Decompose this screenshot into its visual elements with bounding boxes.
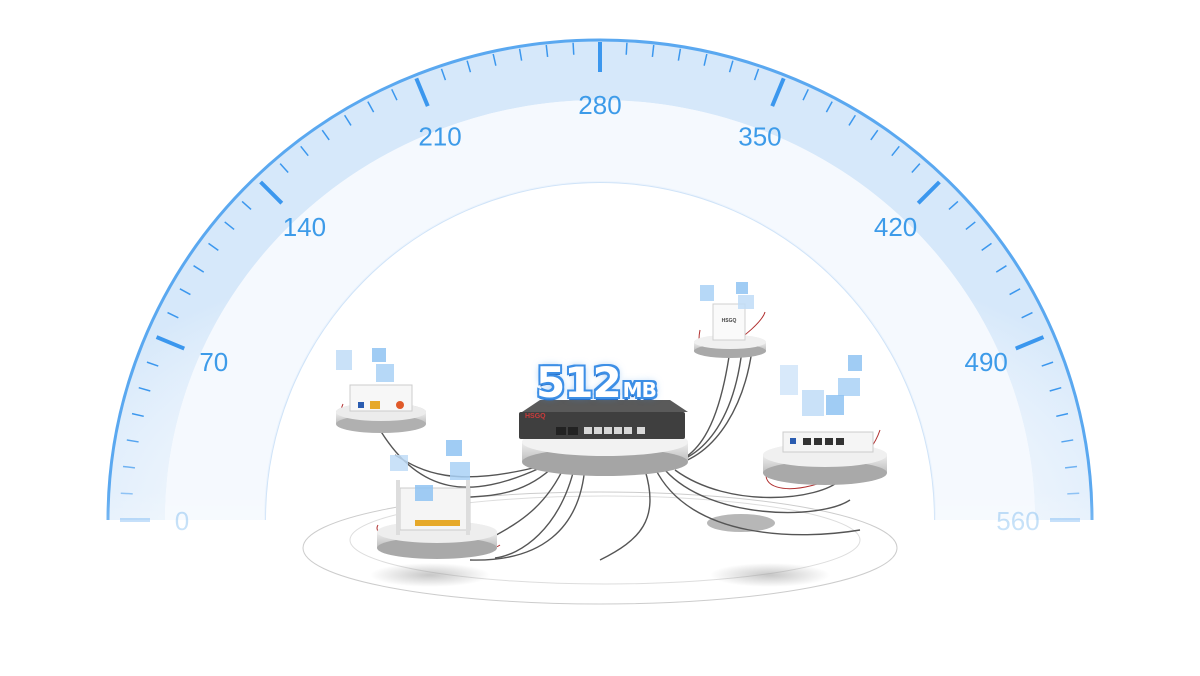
gauge-minor-tick bbox=[891, 145, 900, 157]
gauge-minor-tick bbox=[572, 42, 575, 55]
floor-shadow bbox=[710, 563, 830, 587]
gauge-minor-tick bbox=[1061, 439, 1074, 443]
gauge-minor-tick bbox=[1021, 311, 1033, 319]
gauge-minor-tick bbox=[367, 101, 375, 113]
gauge-major-tick bbox=[916, 180, 941, 205]
gauge-minor-tick bbox=[981, 242, 992, 251]
floor-disk bbox=[707, 514, 775, 532]
gauge-minor-tick bbox=[224, 221, 235, 231]
gauge-minor-tick bbox=[279, 163, 289, 174]
bottom-fade bbox=[0, 490, 1200, 676]
gauge-minor-tick bbox=[343, 114, 352, 126]
gauge-minor-tick bbox=[138, 386, 151, 392]
gauge-minor-tick bbox=[995, 265, 1007, 273]
gauge-minor-tick bbox=[321, 129, 330, 141]
wall-ap-brand: HSGQ bbox=[722, 318, 737, 324]
floating-icons bbox=[336, 282, 862, 501]
gauge-minor-tick bbox=[131, 412, 144, 418]
gauge-minor-tick bbox=[1041, 361, 1054, 367]
gauge-minor-tick bbox=[1009, 288, 1021, 296]
main-switch-brand: HSGQ bbox=[525, 413, 546, 420]
gauge-minor-tick bbox=[179, 288, 191, 296]
gauge-minor-tick bbox=[440, 68, 447, 81]
gauge-minor-tick bbox=[677, 48, 682, 61]
gauge-minor-tick bbox=[1064, 465, 1078, 469]
gauge-tick-label: 490 bbox=[964, 347, 1007, 377]
gauge-minor-tick bbox=[911, 163, 921, 174]
gauge-minor-tick bbox=[300, 145, 309, 157]
floor-ring-inner bbox=[349, 495, 861, 585]
gauge-minor-tick bbox=[545, 44, 549, 58]
gauge-minor-tick bbox=[965, 221, 976, 231]
gauge-minor-tick bbox=[126, 439, 139, 443]
poe-switch-right bbox=[763, 431, 887, 485]
speed-unit: MB bbox=[622, 378, 657, 402]
gauge-minor-tick bbox=[1049, 386, 1062, 392]
gauge-minor-tick bbox=[703, 53, 708, 66]
gauge-minor-tick bbox=[1056, 412, 1069, 418]
router-device-left bbox=[377, 480, 497, 559]
gauge-minor-tick bbox=[518, 48, 523, 61]
gauge-major-tick bbox=[414, 77, 430, 107]
gauge-minor-tick bbox=[948, 200, 959, 211]
gauge-tick-label: 70 bbox=[199, 347, 228, 377]
gauge-major-tick bbox=[259, 180, 284, 205]
gauge-minor-tick bbox=[167, 311, 179, 319]
floor-shadow bbox=[370, 563, 490, 587]
gauge-minor-tick bbox=[870, 129, 879, 141]
onu-device-left bbox=[336, 384, 426, 433]
gauge-outer-rim bbox=[106, 38, 1094, 521]
gauge-minor-tick bbox=[208, 242, 219, 251]
gauge-band bbox=[108, 40, 1092, 520]
gauge-tick-label: 350 bbox=[738, 122, 781, 152]
gauge-minor-tick bbox=[753, 68, 760, 81]
gauge-minor-tick bbox=[146, 361, 159, 367]
gauge-minor-tick bbox=[391, 89, 398, 101]
main-switch: HSGQ bbox=[519, 400, 688, 476]
gauge-tick-label: 280 bbox=[578, 90, 621, 120]
gauge-minor-tick bbox=[492, 53, 497, 66]
gauge-tick-label: 420 bbox=[874, 212, 917, 242]
wall-ap-device: HSGQ bbox=[694, 303, 766, 358]
gauge-minor-tick bbox=[466, 60, 472, 73]
gauge-minor-tick bbox=[825, 101, 833, 113]
gauge-minor-tick bbox=[193, 265, 205, 273]
speed-value: 512 bbox=[536, 358, 622, 407]
gauge-inner-fill bbox=[165, 100, 1035, 520]
gauge-minor-tick bbox=[728, 60, 734, 73]
gauge-major-tick bbox=[155, 335, 186, 351]
gauge-minor-tick bbox=[122, 465, 136, 469]
gauge-tick-label: 210 bbox=[418, 122, 461, 152]
gauge-minor-tick bbox=[848, 114, 857, 126]
floor-ring-outer bbox=[302, 491, 898, 605]
gauge-minor-tick bbox=[802, 89, 809, 101]
gauge-minor-tick bbox=[625, 42, 628, 55]
gauge-tick-label: 140 bbox=[283, 212, 326, 242]
gauge-major-tick bbox=[770, 77, 786, 107]
gauge-major-tick bbox=[1014, 335, 1045, 351]
gauge-minor-tick bbox=[651, 44, 655, 58]
gauge-minor-tick bbox=[241, 200, 252, 211]
